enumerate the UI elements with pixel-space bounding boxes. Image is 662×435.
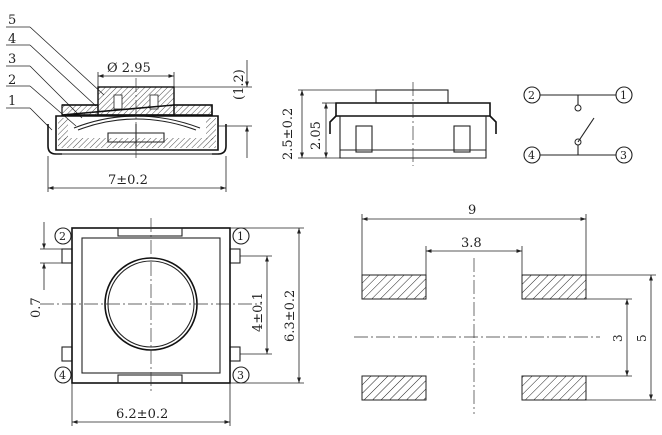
body-height-label: 2.05	[309, 121, 324, 150]
housing	[55, 115, 219, 151]
pin-width-label: 0.7	[29, 297, 44, 318]
pad-bottom-left	[361, 375, 427, 401]
pin-top-left	[61, 248, 73, 264]
footprint-spacing-label: 3	[611, 334, 625, 342]
body-width-label: 6.2±0.2	[116, 407, 168, 422]
switch-schematic: 2 1 4 3	[523, 86, 633, 164]
top-view: 2 1 4 3 0.7 4±0.1 6.3±0.2 6.2±0.2	[29, 218, 304, 426]
height-label: (1.2)	[232, 69, 247, 100]
overall-height-label: 2.5±0.2	[281, 108, 296, 160]
footprint-height-label: 5	[635, 334, 649, 342]
pin-bottom-left	[61, 346, 73, 362]
terminal-right	[212, 124, 227, 155]
front-view: 2.5±0.2 2.05	[281, 82, 497, 166]
pad-top-right	[521, 274, 587, 300]
pin-number-2: 2	[59, 230, 66, 243]
svg-text:3: 3	[620, 149, 627, 162]
callout-4: 4	[8, 32, 16, 47]
pcb-footprint: 9 3.8 3 5	[354, 203, 656, 414]
pin-number-1: 1	[237, 230, 244, 243]
front-lead-right	[489, 115, 497, 134]
pin-number-3: 3	[237, 369, 244, 382]
pin-top-right	[229, 248, 241, 264]
pad-bottom-right	[521, 375, 587, 401]
front-plunger	[375, 89, 449, 104]
width-label: 7±0.2	[108, 173, 148, 188]
side-section-view: 5 4 3 2 1 Ø 2.95	[6, 13, 252, 192]
callout-2: 2	[8, 73, 16, 88]
footprint-width-label: 9	[468, 203, 476, 218]
body-height-label: 6.3±0.2	[283, 290, 298, 342]
front-lead-left	[329, 115, 337, 134]
footprint-gap-label: 3.8	[461, 236, 482, 251]
callout-5: 5	[8, 13, 16, 28]
diameter-label: Ø 2.95	[107, 61, 151, 76]
pad-top-left	[361, 274, 427, 300]
callout-3: 3	[8, 52, 16, 67]
terminal-left	[47, 124, 62, 155]
pin-number-4: 4	[59, 369, 66, 382]
svg-text:1: 1	[620, 89, 627, 102]
callout-1: 1	[8, 94, 16, 109]
switch-contact-lever	[577, 117, 595, 143]
metal-dome	[73, 115, 201, 129]
pin-spacing-label: 4±0.1	[251, 292, 266, 332]
svg-text:2: 2	[528, 89, 535, 102]
svg-text:4: 4	[528, 149, 535, 162]
pin-bottom-right	[229, 346, 241, 362]
